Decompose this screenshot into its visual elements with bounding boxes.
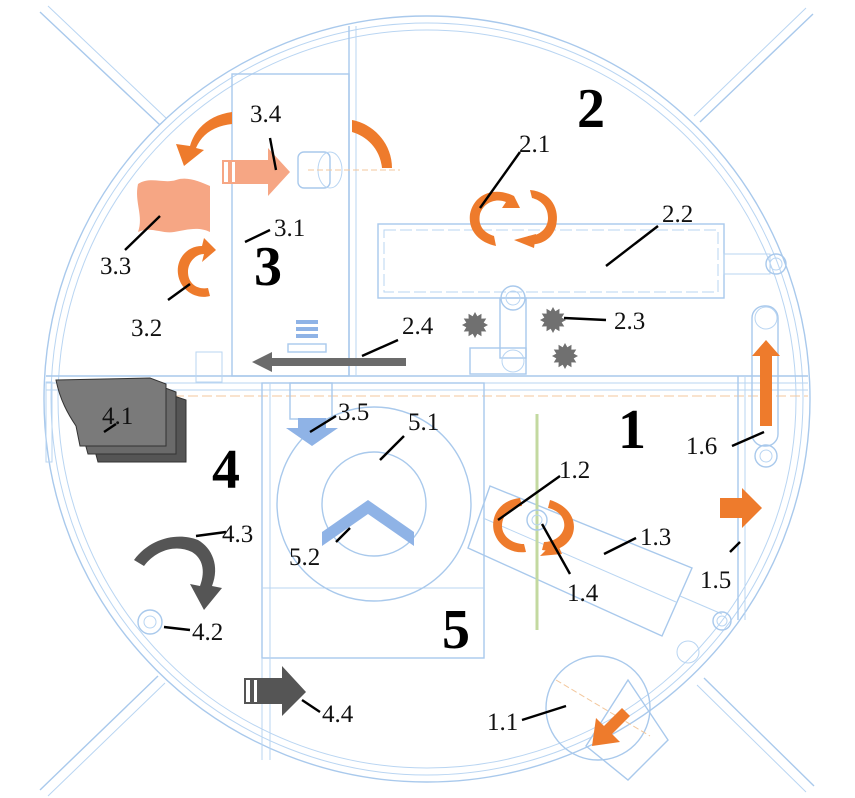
plate: [296, 334, 318, 338]
label-1-6: 1.6: [686, 433, 717, 460]
rotation-arrow-icon: [469, 191, 520, 246]
frame: [39, 5, 815, 797]
zone-2-number: 2: [577, 78, 605, 140]
rotation-arrow-icon: [542, 500, 574, 551]
label-4-1-text: 4.1: [102, 403, 133, 430]
gear-icon: [552, 343, 578, 369]
sheet-stack-icon: [55, 377, 167, 447]
straight-arrow-icon: [592, 708, 630, 746]
zone-5-number: 5: [442, 599, 470, 661]
label-1-3: 1.3: [640, 524, 671, 551]
leader-lines: [103, 137, 765, 722]
plate: [296, 327, 318, 331]
straight-arrow-icon: [720, 488, 762, 528]
arrow-stripe: [246, 680, 250, 702]
wave-shape-icon: [137, 178, 210, 233]
internal-walls: [46, 26, 808, 760]
zone-5-items: [276, 406, 472, 602]
label-2-4: 2.4: [402, 313, 434, 340]
zone-4-number: 4: [212, 439, 240, 501]
zone-1-number: 1: [618, 399, 646, 461]
zone-3-number: 3: [254, 236, 282, 298]
label-4-2: 4.2: [192, 619, 223, 646]
rotation-arrow-icon: [526, 190, 557, 245]
label-3-5: 3.5: [338, 399, 369, 426]
label-3-2: 3.2: [131, 315, 162, 342]
label-5-1: 5.1: [408, 409, 439, 436]
rotation-arrow-icon: [352, 120, 392, 168]
rotation-arrow-icon: [134, 536, 222, 610]
label-2-2: 2.2: [662, 201, 693, 228]
arrow-head: [514, 234, 536, 248]
gear-icon: [462, 312, 488, 338]
rotation-arrow-icon: [176, 112, 232, 166]
rotation-arrow-icon: [493, 498, 526, 553]
arrow-stripe: [224, 162, 228, 182]
zone-4-items: [45, 381, 53, 463]
label-3-3: 3.3: [100, 253, 131, 280]
arrow-stripe: [254, 680, 257, 702]
straight-arrow-icon: [244, 666, 306, 716]
zone-2-machinery: [377, 223, 787, 375]
ring-icon: [137, 609, 163, 635]
arrow-stripe: [232, 162, 235, 182]
ring-icon-inner: [143, 615, 157, 629]
label-3-1: 3.1: [274, 215, 305, 242]
straight-arrow-icon: [252, 352, 406, 372]
label-2-3: 2.3: [614, 308, 645, 335]
rotation-arrow-icon: [177, 238, 216, 297]
label-4-4: 4.4: [322, 701, 354, 728]
chevron-up-icon: [322, 500, 414, 546]
label-1-4: 1.4: [567, 580, 599, 607]
plate: [296, 320, 318, 324]
label-4-3: 4.3: [222, 521, 253, 548]
label-1-5: 1.5: [700, 567, 731, 594]
label-2-1: 2.1: [519, 131, 550, 158]
gear-icon: [540, 307, 566, 333]
straight-arrow-icon: [752, 340, 780, 426]
label-1-1: 1.1: [487, 709, 518, 736]
label-1-2: 1.2: [559, 457, 590, 484]
plate-base: [287, 343, 327, 353]
label-5-2: 5.2: [289, 544, 320, 571]
label-3-4: 3.4: [250, 101, 282, 128]
zone-1-machinery: [467, 305, 779, 781]
